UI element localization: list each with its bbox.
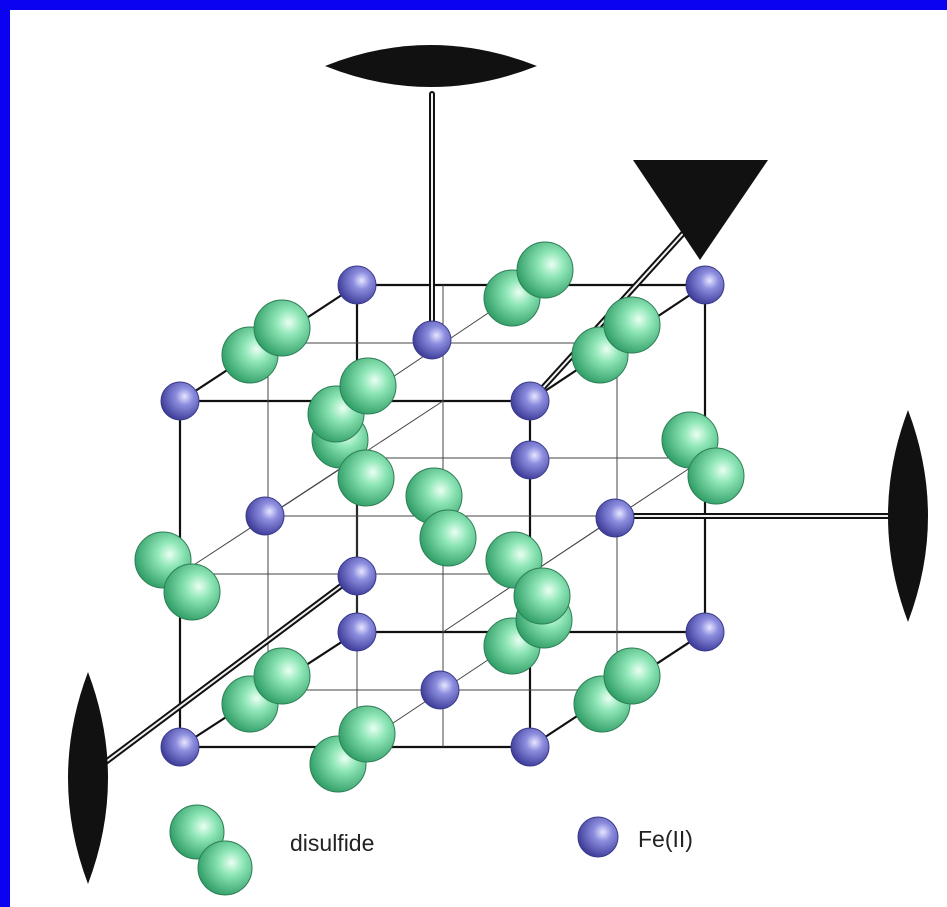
diagram-frame: disulfide Fe(II): [10, 10, 947, 907]
atoms: [134, 241, 745, 793]
threefold-axis-symbol: [633, 160, 768, 260]
disulfide-ion-back-top: [483, 241, 574, 327]
fe-atom: [337, 556, 377, 596]
pyrite-unit-cell-diagram: [68, 45, 928, 896]
legend-disulfide-icon: [169, 804, 253, 896]
disulfide-ion-front-mid: [485, 531, 571, 625]
disulfide-ion-front-bottom: [309, 705, 396, 793]
fe-atom: [420, 670, 460, 710]
legend-fe-label: Fe(II): [638, 826, 693, 852]
legend-disulfide-label: disulfide: [290, 830, 375, 856]
fe-atom: [685, 612, 725, 652]
disulfide-ion-center: [405, 467, 477, 567]
fe-atom: [245, 496, 285, 536]
twofold-axis-symbol-front: [68, 672, 108, 884]
disulfide-ion-back-right: [571, 296, 661, 384]
disulfide-ion-left-mid: [134, 531, 221, 621]
fe-atom: [412, 320, 452, 360]
fe-atom: [510, 727, 550, 767]
disulfide-ion-front-upper: [307, 357, 397, 443]
fe-atom: [337, 612, 377, 652]
fe-atom: [595, 498, 635, 538]
legend-fe-icon: [577, 816, 619, 858]
twofold-axis-symbol-right: [888, 410, 928, 622]
disulfide-ion-front-left-bottom: [221, 647, 311, 733]
fe-atom: [337, 265, 377, 305]
twofold-axis-symbol-top: [325, 45, 537, 87]
fe-atom: [510, 440, 550, 480]
disulfide-ion-left-top: [221, 299, 311, 384]
fe-atom: [510, 381, 550, 421]
fe-atom: [160, 727, 200, 767]
disulfide-ion-front-right-bottom: [573, 647, 661, 733]
symmetry-axes: [92, 91, 893, 773]
fe-atom: [160, 381, 200, 421]
disulfide-ion-right-mid: [661, 411, 745, 505]
fe-atom: [685, 265, 725, 305]
